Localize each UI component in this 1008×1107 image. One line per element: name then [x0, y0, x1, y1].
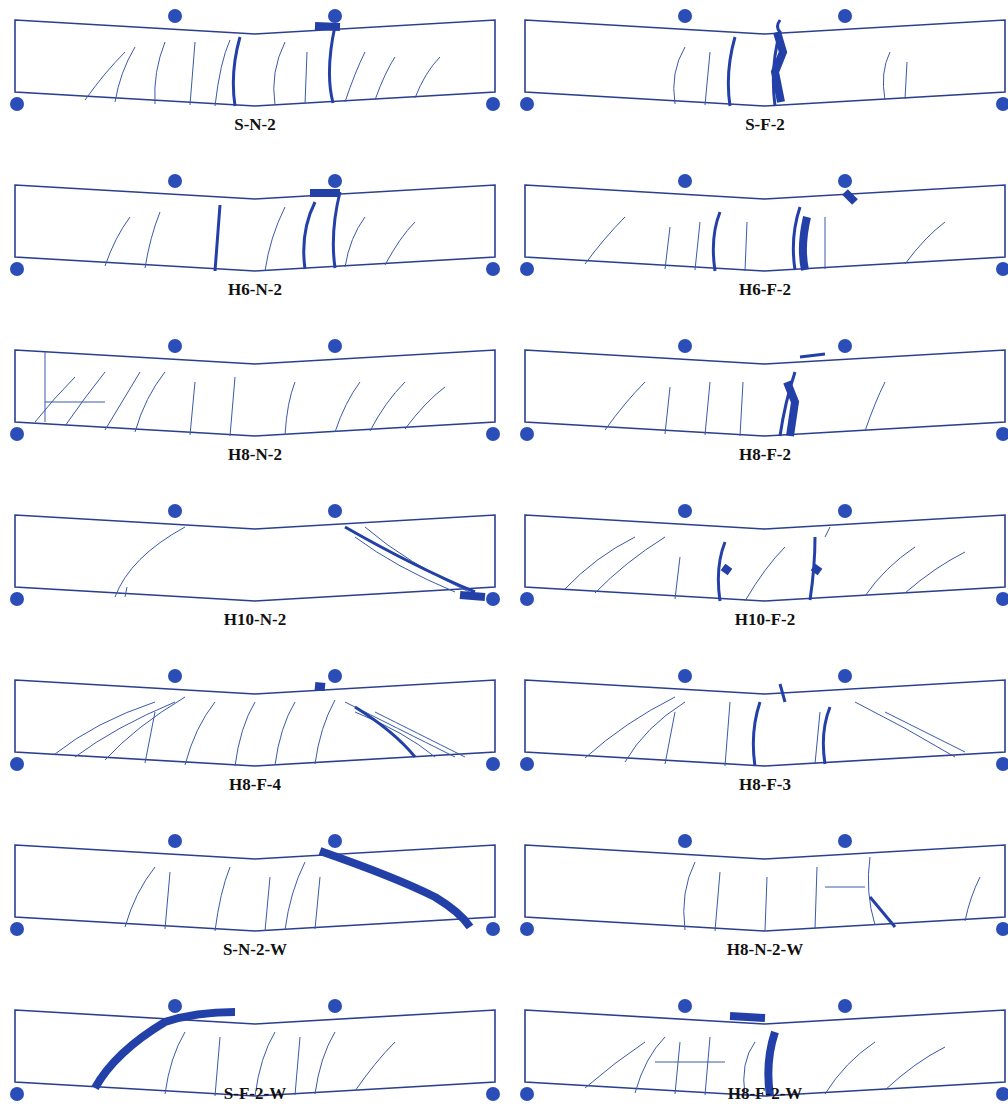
specimen-label: S-N-2 — [234, 116, 276, 135]
specimen-label: H10-F-2 — [735, 611, 795, 630]
specimen-label: S-F-2 — [745, 116, 785, 135]
specimen-label: H8-F-4 — [229, 776, 281, 795]
specimen-label: H8-F-2-W — [728, 1085, 803, 1104]
specimen-label: H8-N-2-W — [727, 941, 803, 960]
specimen-label: H8-F-3 — [739, 776, 791, 795]
specimen-label: S-N-2-W — [223, 941, 287, 960]
specimen-label: H8-F-2 — [739, 446, 791, 465]
specimen-label: S-F-2-W — [224, 1085, 286, 1104]
specimen-label: H6-F-2 — [739, 281, 791, 300]
specimen-label: H8-N-2 — [228, 446, 282, 465]
specimen-label: H10-N-2 — [224, 611, 286, 630]
specimen-label: H6-N-2 — [228, 281, 282, 300]
